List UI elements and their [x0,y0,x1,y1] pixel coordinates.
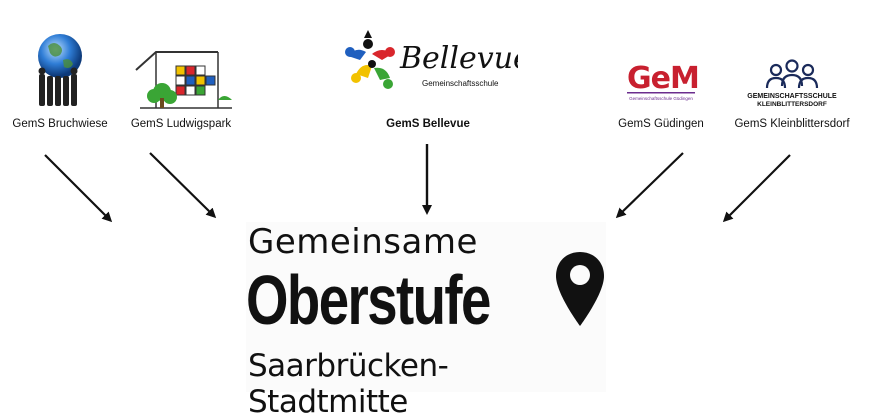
svg-text:GeMS: GeMS [627,61,701,96]
arrows-layer [44,144,791,223]
title-line-2: Oberstufe [246,261,491,339]
svg-text:KLEINBLITTERSDORF: KLEINBLITTERSDORF [757,101,827,108]
arrow-kleinblittersdorf [722,154,791,223]
svg-text:Bellevue: Bellevue [399,41,518,76]
school-bruchwiese: GemS Bruchwiese [12,30,108,130]
location-pin-icon [554,250,606,333]
school-ludwigspark: GemS Ludwigspark [126,30,236,130]
school-label: GemS Bruchwiese [12,118,108,130]
title-line-1: Gemeinsame [248,222,478,262]
arrow-bruchwiese [44,154,113,223]
school-building-icon [128,30,234,112]
svg-text:Gemeinschaftsschule: Gemeinschaftsschule [422,79,499,88]
school-label: GemS Bellevue [386,118,470,130]
svg-text:GEMEINSCHAFTSSCHULE: GEMEINSCHAFTSSCHULE [747,93,837,100]
school-label: GemS Güdingen [618,118,704,130]
school-label: GemS Ludwigspark [130,118,232,130]
title-block: Gemeinsame Oberstufe Saarbrücken-Stadtmi… [246,222,606,420]
title-line-3: Saarbrücken-Stadtmitte [248,348,449,420]
arrow-guedingen [615,152,684,219]
gems-letters-icon: GeMS Gemeinschaftsschule Güdingen [621,30,720,112]
svg-text:Gemeinschaftsschule Güdingen: Gemeinschaftsschule Güdingen [629,96,693,101]
school-label: GemS Kleinblittersdorf [734,118,850,130]
school-guedingen: GeMS Gemeinschaftsschule Güdingen GemS G… [614,30,720,130]
school-bellevue: Bellevue Gemeinschaftsschule GemS Bellev… [338,28,531,130]
school-kleinblittersdorf: GEMEINSCHAFTSSCHULE KLEINBLITTERSDORF Ge… [734,30,850,130]
globe-people-icon [30,30,90,112]
bellevue-figures-icon: Bellevue Gemeinschaftsschule [338,28,531,110]
arrow-ludwigspark [149,152,217,219]
people-outline-icon: GEMEINSCHAFTSSCHULE KLEINBLITTERSDORF [736,30,848,112]
